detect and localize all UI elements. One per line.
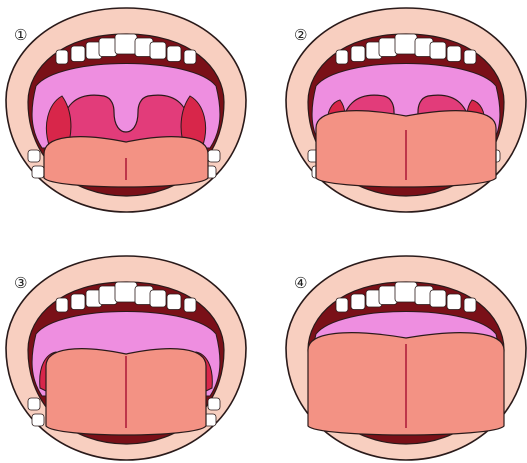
tooth [351, 294, 365, 310]
tooth [115, 34, 137, 54]
mouth-panel: ② [286, 8, 526, 212]
tooth [71, 294, 85, 310]
panel-label: ③ [14, 274, 27, 292]
tooth [447, 294, 461, 310]
mouth-panel: ④ [286, 256, 526, 460]
tooth [32, 166, 44, 178]
mouth-panel: ③ [6, 256, 246, 460]
tooth [208, 398, 220, 410]
tooth [99, 38, 117, 57]
tooth [395, 282, 417, 302]
tooth [150, 290, 166, 307]
tooth [336, 298, 348, 312]
tooth [430, 290, 446, 307]
panel-label: ① [14, 26, 27, 44]
tooth [56, 298, 68, 312]
tooth [379, 38, 397, 57]
mouth-panel: ① [6, 8, 246, 212]
tooth [150, 42, 166, 59]
tooth [167, 46, 181, 62]
tooth [71, 46, 85, 62]
tooth [447, 46, 461, 62]
tooth [351, 46, 365, 62]
tooth [184, 298, 196, 312]
tooth [184, 50, 196, 64]
panel-label: ④ [294, 274, 307, 292]
panel-label: ② [294, 26, 307, 44]
tooth [115, 282, 137, 302]
tooth [99, 286, 117, 305]
tooth [379, 286, 397, 305]
tooth [336, 50, 348, 64]
tooth [464, 50, 476, 64]
tooth [208, 150, 220, 162]
tooth [56, 50, 68, 64]
tooth [430, 42, 446, 59]
tooth [167, 294, 181, 310]
tooth [28, 150, 40, 162]
tooth [32, 414, 44, 426]
tooth [464, 298, 476, 312]
tooth [28, 398, 40, 410]
tooth [395, 34, 417, 54]
